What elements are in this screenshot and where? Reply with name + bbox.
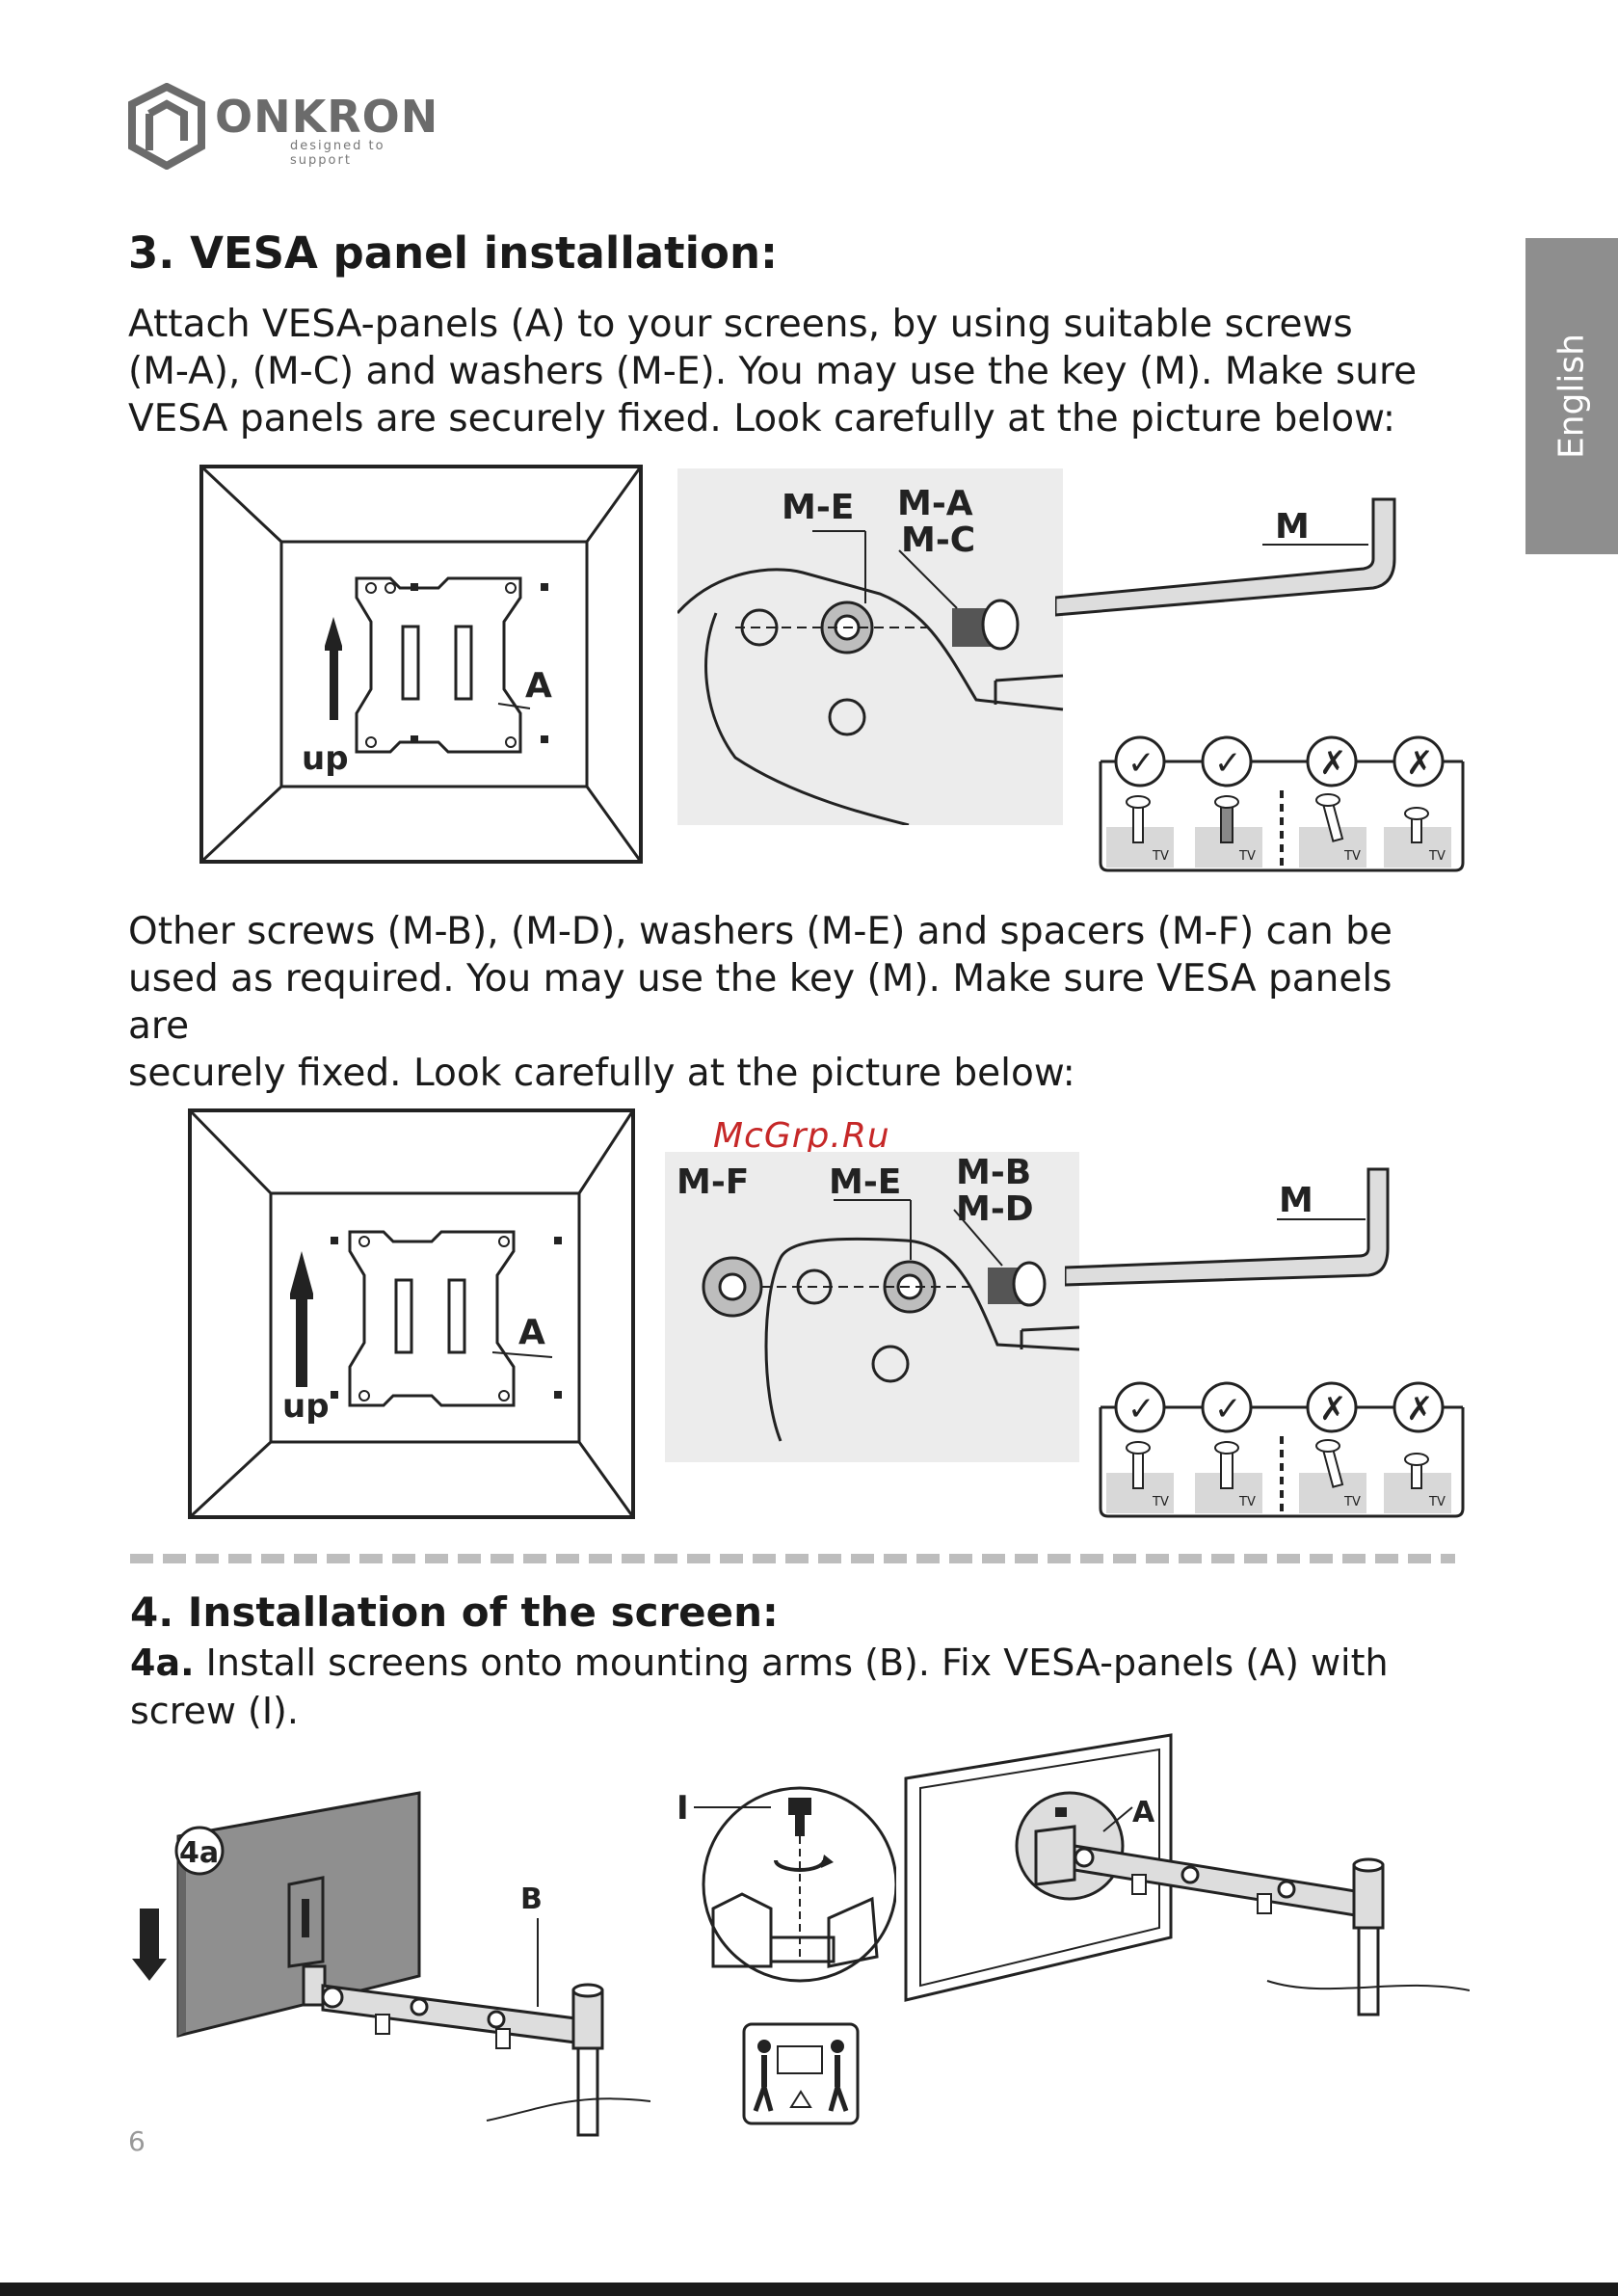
step-label: 4a.	[130, 1642, 195, 1684]
cross-icon: ✗	[1319, 1390, 1347, 1428]
check-icon: ✓	[1214, 1390, 1242, 1428]
label-me: M-E	[782, 488, 854, 527]
brand-name: ONKRON	[215, 91, 439, 143]
fig4a-mounted-screen: A	[904, 1733, 1470, 2016]
tv-label: TV	[1343, 1495, 1361, 1509]
para2-line: securely fixed. Look carefully at the pi…	[128, 1052, 1075, 1095]
para1-line: Attach VESA-panels (A) to your screens, …	[128, 303, 1353, 346]
bottom-border	[0, 2283, 1618, 2296]
label-up: up	[302, 739, 349, 778]
tv-label: TV	[1152, 1495, 1169, 1509]
cross-icon: ✗	[1406, 744, 1434, 783]
fig1-check-legend: ✓ ✓ ✗ ✗ TV TV TV TV	[1099, 735, 1465, 872]
section4-step-4a: 4a. Install screens onto mounting arms (…	[130, 1639, 1479, 1735]
check-icon: ✓	[1127, 744, 1155, 783]
fig2-hex-key: M	[1065, 1167, 1390, 1287]
fig4a-screen-on-arm: 4a B	[132, 1791, 650, 2137]
language-tab: English	[1525, 238, 1618, 554]
tv-label: TV	[1238, 1495, 1256, 1509]
section3-paragraph-1: Attach VESA-panels (A) to your screens, …	[128, 301, 1458, 442]
para2-line: Other screws (M-B), (M-D), washers (M-E)…	[128, 910, 1393, 953]
tv-label: TV	[1238, 849, 1256, 864]
fig1-screen-back: A up	[199, 465, 643, 864]
section3-paragraph-2: Other screws (M-B), (M-D), washers (M-E)…	[128, 908, 1458, 1097]
section-divider	[130, 1554, 1455, 1563]
para1-line: (M-A), (M-C) and washers (M-E). You may …	[128, 350, 1418, 393]
brand-tagline: designed to support	[290, 139, 385, 168]
section3-title: 3. VESA panel installation:	[128, 227, 778, 279]
fig2-check-legend: ✓ ✓ ✗ ✗ TV TV TV TV	[1099, 1381, 1465, 1518]
tv-label: TV	[1152, 849, 1169, 864]
onkron-logo-icon	[128, 82, 205, 171]
cross-icon: ✗	[1406, 1390, 1434, 1428]
language-tab-label: English	[1552, 334, 1592, 459]
check-icon: ✓	[1214, 744, 1242, 783]
fig1-hex-key: M	[1055, 497, 1396, 617]
para1-line: VESA panels are securely fixed. Look car…	[128, 397, 1396, 441]
label-up: up	[282, 1387, 330, 1426]
fig1-screw-detail: M-E M-A M-C	[677, 468, 1064, 825]
label-mb: M-B	[956, 1153, 1031, 1192]
label-b: B	[520, 1882, 543, 1916]
watermark: McGrp.Ru	[713, 1116, 890, 1156]
tv-label: TV	[1428, 1495, 1446, 1509]
tv-label: TV	[1343, 849, 1361, 864]
section4-title: 4. Installation of the screen:	[130, 1589, 779, 1636]
label-mc: M-C	[901, 521, 975, 560]
page-number: 6	[128, 2125, 146, 2157]
fig4a-screw-detail: I	[676, 1786, 896, 2125]
label-mf: M-F	[676, 1162, 749, 1202]
step-badge: 4a	[179, 1836, 219, 1870]
tv-label: TV	[1428, 849, 1446, 864]
label-md: M-D	[956, 1189, 1034, 1229]
label-me: M-E	[829, 1162, 901, 1202]
step-text-line2: screw (I).	[130, 1690, 299, 1732]
label-a: A	[518, 1313, 545, 1352]
fig2-screw-detail: M-F M-E M-B M-D	[665, 1152, 1079, 1462]
label-i: I	[676, 1789, 689, 1828]
step-text-line1: Install screens onto mounting arms (B). …	[194, 1642, 1389, 1684]
cross-icon: ✗	[1319, 744, 1347, 783]
label-m: M	[1275, 507, 1310, 547]
label-a: A	[1132, 1796, 1155, 1829]
label-a: A	[525, 666, 552, 706]
label-m: M	[1279, 1181, 1313, 1220]
brand-logo: ONKRON designed to support	[128, 82, 446, 171]
check-icon: ✓	[1127, 1390, 1155, 1428]
para2-line: used as required. You may use the key (M…	[128, 957, 1393, 1048]
fig2-screen-back: A up	[188, 1108, 635, 1519]
label-ma: M-A	[897, 484, 973, 523]
